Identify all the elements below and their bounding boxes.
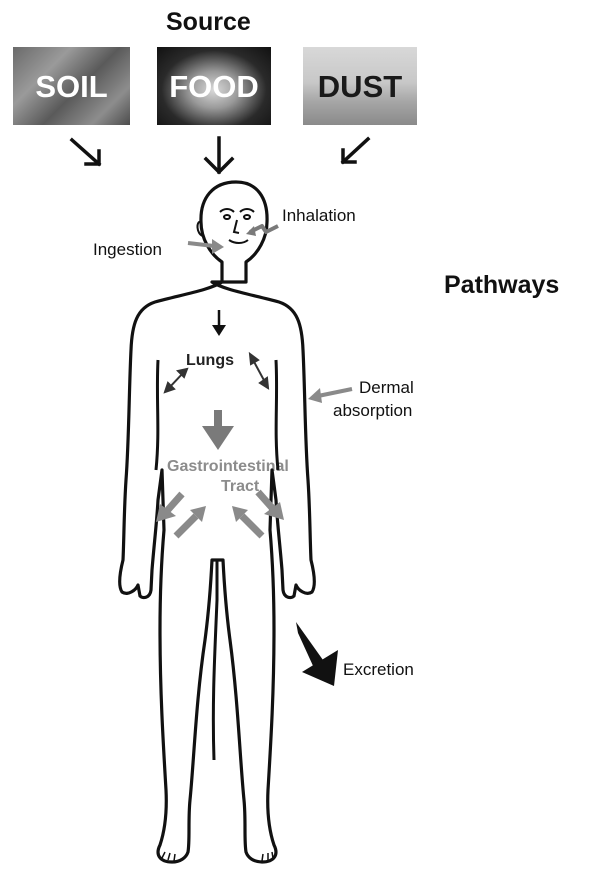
dust-arrow-icon (343, 139, 368, 162)
dermal-arrow-icon (308, 388, 352, 403)
gi-out-left-arrow-icon (156, 494, 182, 522)
leg-inner-line (213, 560, 217, 760)
gi-in-left-arrow-icon (176, 506, 206, 536)
face-features (197, 209, 254, 243)
throat-arrow-icon (212, 310, 226, 336)
food-arrow-icon (206, 138, 232, 172)
lungs-left-arrow-icon (165, 369, 187, 392)
excretion-arrow-icon (296, 622, 338, 686)
lungs-right-arrow-icon (250, 354, 268, 388)
soil-arrow-icon (72, 140, 99, 164)
left-arm-inner-line (156, 360, 158, 470)
gi-in-right-arrow-icon (232, 506, 262, 536)
human-body-outline (120, 182, 314, 862)
inhalation-arrow-icon (246, 226, 278, 236)
right-arm-inner-line (276, 360, 278, 470)
gi-down-arrow-icon (202, 410, 234, 450)
